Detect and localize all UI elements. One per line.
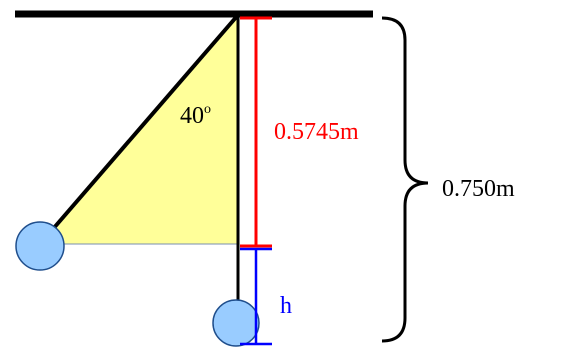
height-marker: [240, 247, 272, 346]
total-height-brace: [381, 16, 429, 343]
height-label: h: [280, 293, 292, 319]
swung-string: [38, 13, 240, 246]
angle-label: 40o: [180, 102, 211, 129]
bob-swung: [15, 221, 65, 271]
length-label: 0.5745m: [274, 119, 359, 145]
angle-degree-mark: o: [204, 102, 211, 117]
bob-rest: [212, 299, 260, 347]
angle-value: 40: [180, 103, 204, 129]
length-marker: [240, 16, 272, 248]
total-height-label: 0.750m: [442, 176, 515, 202]
